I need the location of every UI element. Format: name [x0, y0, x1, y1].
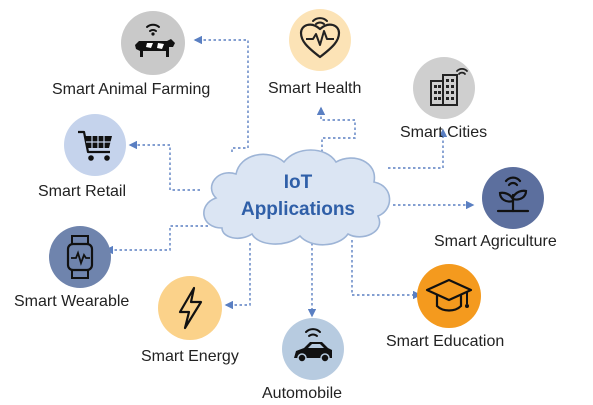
- connector-animal-farming: [193, 35, 249, 152]
- graduation-cap-icon: [425, 278, 473, 312]
- education-label: Smart Education: [386, 333, 505, 350]
- wearable-node: [49, 226, 111, 288]
- wearable-label: Smart Wearable: [14, 293, 130, 310]
- plant-sprout-icon: [496, 176, 530, 213]
- cities-node: [413, 57, 475, 119]
- retail-label: Smart Retail: [38, 183, 127, 200]
- connector-retail: [128, 140, 200, 191]
- connector-cities: [388, 128, 448, 169]
- automobile-node: [282, 318, 344, 380]
- connector-energy: [224, 243, 251, 310]
- center-cloud: [203, 149, 391, 246]
- center-title-line1: IoT: [283, 172, 313, 193]
- animal-farming-node: [121, 11, 185, 75]
- cow-wifi-icon: [135, 23, 175, 57]
- lightning-bolt-icon: [178, 286, 203, 330]
- center-title-line2: Applications: [240, 199, 355, 220]
- connector-wearable: [104, 225, 208, 255]
- shopping-cart-icon: [78, 130, 112, 161]
- education-node: [417, 264, 481, 328]
- automobile-label: Automobile: [262, 385, 343, 402]
- connector-health: [316, 106, 356, 152]
- car-wifi-icon: [294, 328, 332, 363]
- cities-label: Smart Cities: [400, 124, 488, 141]
- agriculture-node: [482, 167, 544, 229]
- animal-farming-label: Smart Animal Farming: [52, 81, 211, 98]
- retail-node: [64, 114, 126, 176]
- smartwatch-icon: [66, 235, 94, 279]
- heart-pulse-icon: [299, 17, 341, 59]
- energy-node: [158, 276, 222, 340]
- health-label: Smart Health: [268, 80, 362, 97]
- city-buildings-icon: [430, 68, 468, 106]
- agriculture-label: Smart Agriculture: [434, 233, 557, 250]
- health-node: [289, 9, 351, 71]
- energy-label: Smart Energy: [141, 348, 239, 365]
- connector-education: [351, 240, 422, 300]
